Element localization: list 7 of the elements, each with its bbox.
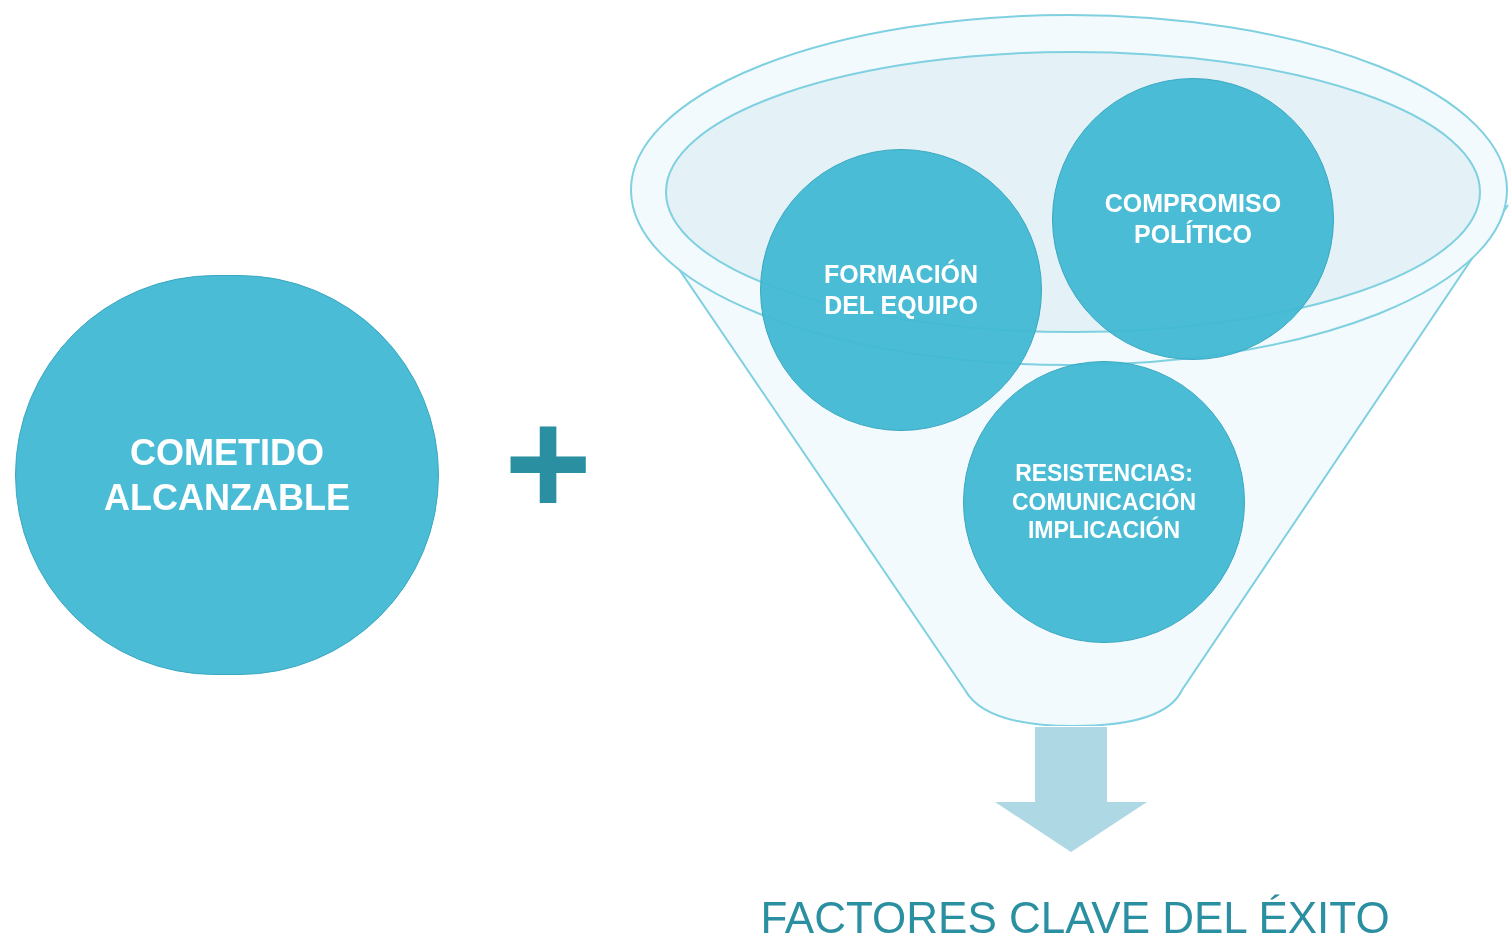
node-label: FORMACIÓN DEL EQUIPO bbox=[822, 258, 980, 321]
result-heading: FACTORES CLAVE DEL ÉXITO bbox=[760, 896, 1390, 940]
node-label: COMETIDO ALCANZABLE bbox=[103, 431, 351, 520]
plus-sign: + bbox=[503, 388, 593, 538]
node-label: COMPROMISO POLÍTICO bbox=[1103, 187, 1283, 250]
block-arrow bbox=[995, 727, 1147, 852]
node-label: RESISTENCIAS: COMUNICACIÓN IMPLICACIÓN bbox=[1011, 458, 1197, 546]
